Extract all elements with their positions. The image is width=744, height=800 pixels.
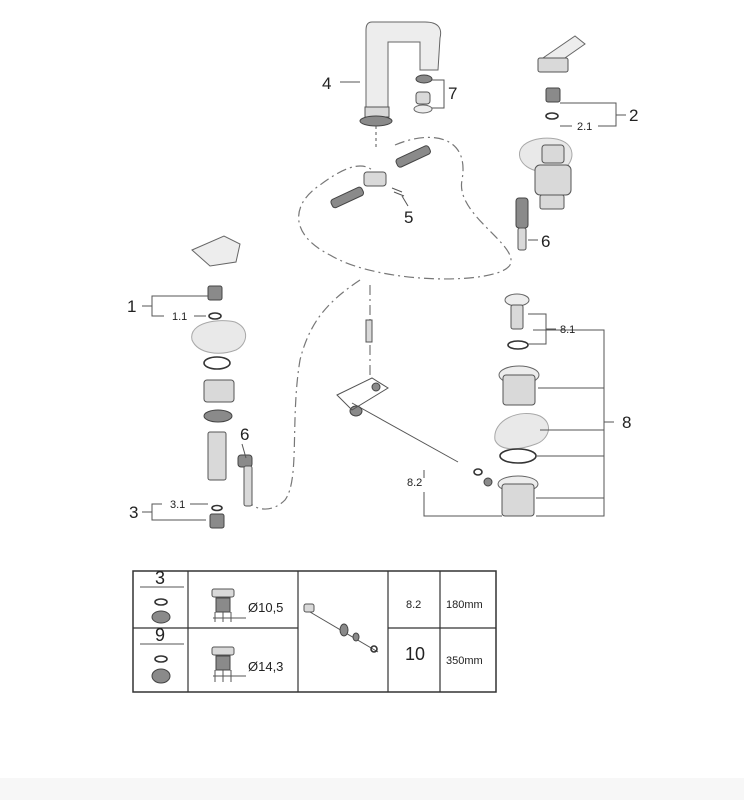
popup-rod bbox=[336, 319, 493, 487]
popup-rod-icon bbox=[303, 603, 379, 653]
compression-fitting-icon bbox=[211, 646, 246, 682]
washer-icon bbox=[151, 655, 171, 684]
aerator bbox=[413, 74, 433, 114]
callout-5: 5 bbox=[404, 208, 413, 227]
table-part-10: 10 bbox=[405, 644, 425, 664]
callout-1-1: 1.1 bbox=[172, 311, 187, 323]
hose-line-upper bbox=[298, 136, 512, 280]
callout-2: 2 bbox=[629, 106, 638, 125]
page-footer-band bbox=[0, 778, 744, 800]
callout-1: 1 bbox=[127, 297, 136, 316]
table-part-8-2: 8.2 bbox=[406, 599, 421, 611]
table-length-180: 180mm bbox=[446, 599, 483, 611]
table-size-row2: Ø14,3 bbox=[248, 659, 283, 674]
table-part-3: 3 bbox=[155, 568, 165, 588]
callout-2-1: 2.1 bbox=[577, 121, 592, 133]
callout-3: 3 bbox=[129, 503, 138, 522]
table-part-9: 9 bbox=[155, 625, 165, 645]
callout-4: 4 bbox=[322, 74, 331, 93]
hose-line-lower bbox=[244, 279, 361, 510]
valve-left bbox=[191, 235, 253, 529]
popup-waste bbox=[494, 293, 549, 517]
callout-6-right: 6 bbox=[541, 232, 550, 251]
callout-lines bbox=[142, 79, 626, 521]
table-length-350: 350mm bbox=[446, 655, 483, 667]
callout-8-2: 8.2 bbox=[407, 477, 422, 489]
compression-fitting-icon bbox=[211, 588, 246, 622]
valve-right bbox=[515, 35, 586, 251]
table-size-row1: Ø10,5 bbox=[248, 600, 283, 615]
spout bbox=[359, 21, 442, 150]
callout-8-1: 8.1 bbox=[560, 324, 575, 336]
callout-7: 7 bbox=[448, 84, 457, 103]
parts-table: 3 Ø10,5 9 Ø14,3 8.2 180mm 10 350mm bbox=[132, 568, 497, 693]
washer-icon bbox=[151, 598, 171, 624]
callout-6-left: 6 bbox=[240, 425, 249, 444]
callout-3-1: 3.1 bbox=[170, 499, 185, 511]
tee-connector bbox=[330, 145, 431, 209]
callout-8: 8 bbox=[622, 413, 631, 432]
